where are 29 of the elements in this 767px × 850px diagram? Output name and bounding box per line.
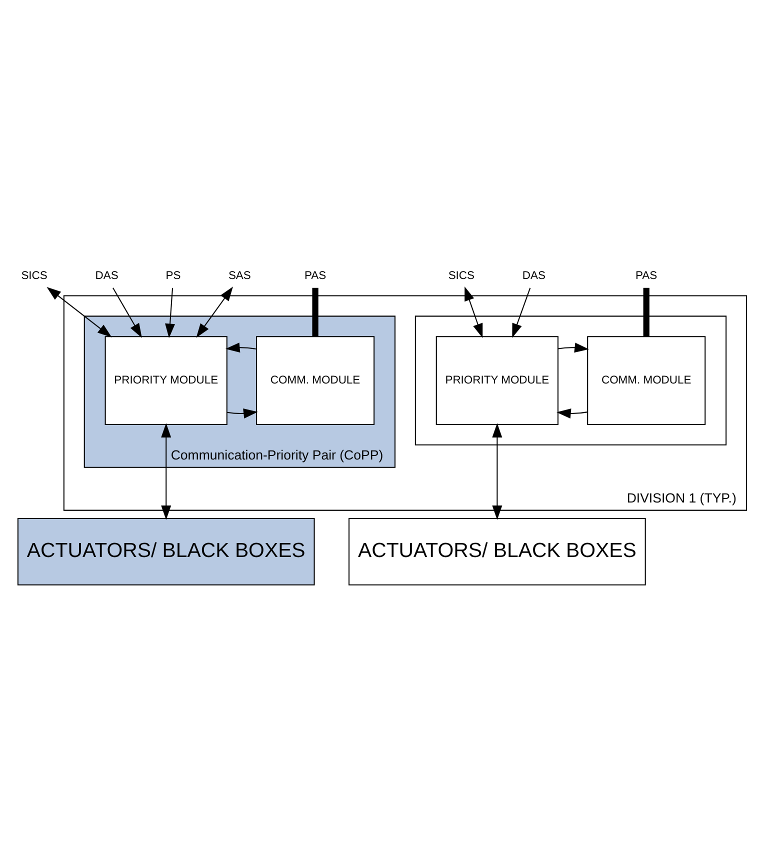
arrow xyxy=(225,342,256,353)
connector xyxy=(312,288,318,336)
node-text: PS xyxy=(166,270,181,282)
node-text: SICS xyxy=(448,270,475,282)
node-text: SAS xyxy=(228,270,251,282)
arrow xyxy=(46,286,112,338)
arrow xyxy=(492,423,502,520)
arrow xyxy=(226,408,258,418)
node-box: PRIORITY MODULE xyxy=(104,336,228,425)
arrow xyxy=(196,286,233,338)
arrow xyxy=(464,286,483,338)
node-box: ACTUATORS/ BLACK BOXES xyxy=(348,518,646,586)
cluster xyxy=(414,316,727,446)
node-box: COMM. MODULE xyxy=(587,336,706,425)
arrow xyxy=(512,288,531,338)
arrow xyxy=(165,288,176,338)
arrow xyxy=(558,342,589,353)
node-text: DAS xyxy=(95,270,118,282)
arrow xyxy=(161,423,172,520)
arrow xyxy=(556,408,588,419)
arrow xyxy=(112,288,142,338)
node-box: COMM. MODULE xyxy=(256,336,375,425)
node-text: PAS xyxy=(636,270,658,282)
node-text: DAS xyxy=(522,270,546,282)
node-box: PRIORITY MODULE xyxy=(436,336,558,425)
node-box: ACTUATORS/ BLACK BOXES xyxy=(17,518,315,586)
node-text: SICS xyxy=(21,270,48,282)
connector xyxy=(643,288,650,336)
node-text: PAS xyxy=(304,270,326,282)
